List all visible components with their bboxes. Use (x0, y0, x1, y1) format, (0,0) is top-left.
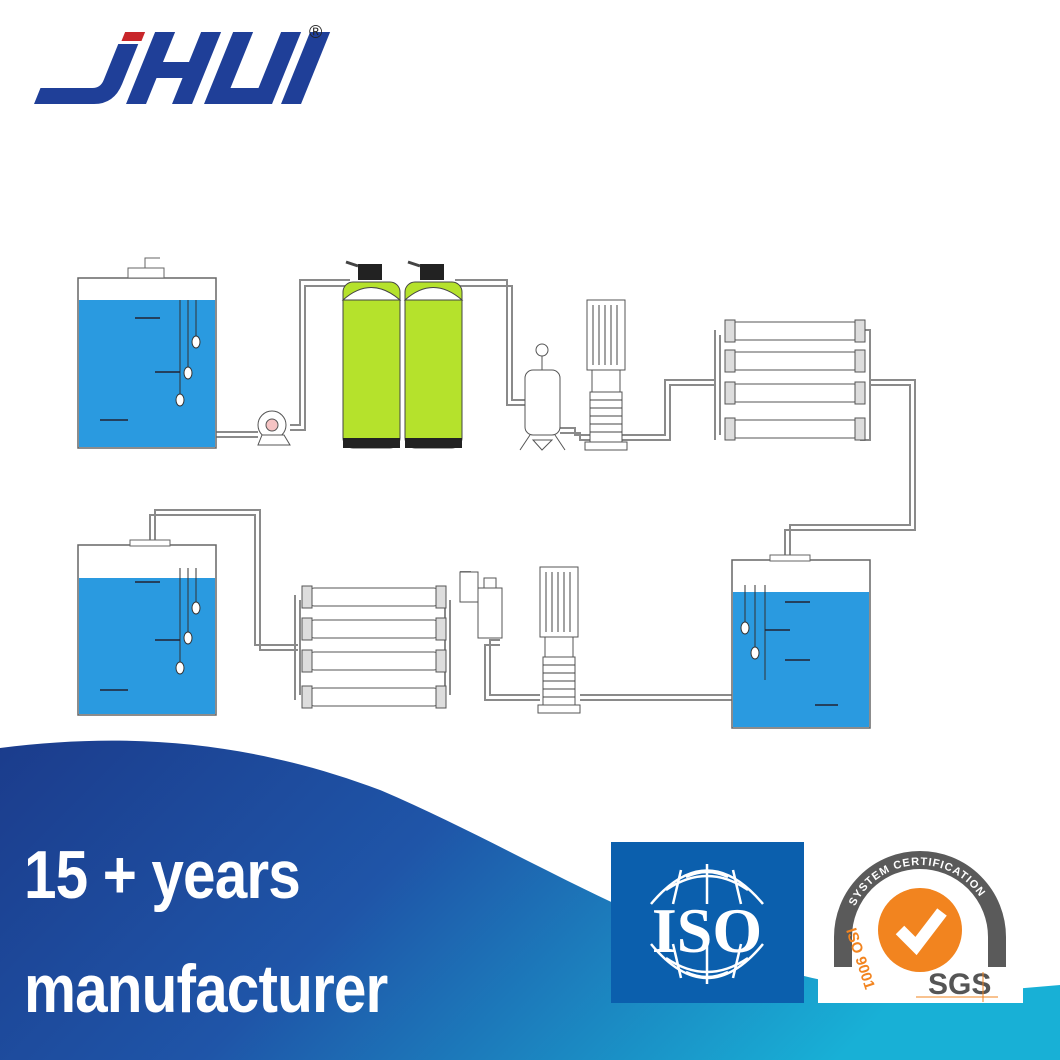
dosing-unit (459, 571, 503, 639)
raw-water-tank (77, 257, 217, 449)
jhui-logo: ® (34, 22, 331, 104)
check-icon (895, 908, 947, 956)
pure-water-tank (77, 539, 217, 716)
registered-mark: ® (309, 22, 322, 42)
high-pressure-pump-1 (584, 299, 628, 451)
cartridge-filter (519, 343, 566, 451)
globe-icon (650, 864, 764, 984)
ro-membranes-1 (724, 319, 866, 441)
slogan-years: 15 + years (24, 837, 301, 913)
feed-pump (257, 410, 291, 446)
iso-label: ISO (652, 895, 762, 966)
intermediate-water-tank (731, 554, 871, 729)
iso-certification-badge: ISO (611, 842, 804, 1003)
high-pressure-pump-2 (537, 566, 581, 714)
ro-membranes-2 (301, 585, 447, 709)
sgs-certification-badge: SYSTEM CERTIFICATION ISO 9001 SGS (818, 842, 1023, 1003)
slogan-manufacturer: manufacturer (24, 951, 388, 1027)
media-filters (341, 260, 464, 449)
sgs-label: SGS (928, 968, 991, 1001)
